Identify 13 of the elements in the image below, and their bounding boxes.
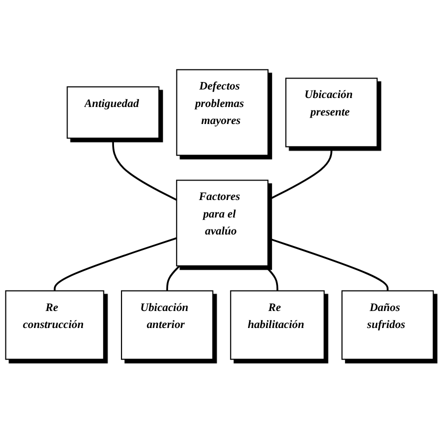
connector xyxy=(268,237,389,291)
connector xyxy=(112,138,178,201)
connector xyxy=(264,265,278,291)
node-box: Factores para el avalúo xyxy=(176,180,268,266)
connector xyxy=(166,265,180,291)
connector xyxy=(268,146,332,201)
connector xyxy=(54,237,177,291)
node-box: Ubicación presente xyxy=(285,78,378,148)
node-box: Re habilitación xyxy=(230,290,325,360)
node-box: Ubicación anterior xyxy=(120,290,214,360)
node-box: Re construcción xyxy=(5,290,104,360)
node-box: Daños sufridos xyxy=(341,290,434,360)
node-box: Defectos problemas mayores xyxy=(176,69,269,156)
